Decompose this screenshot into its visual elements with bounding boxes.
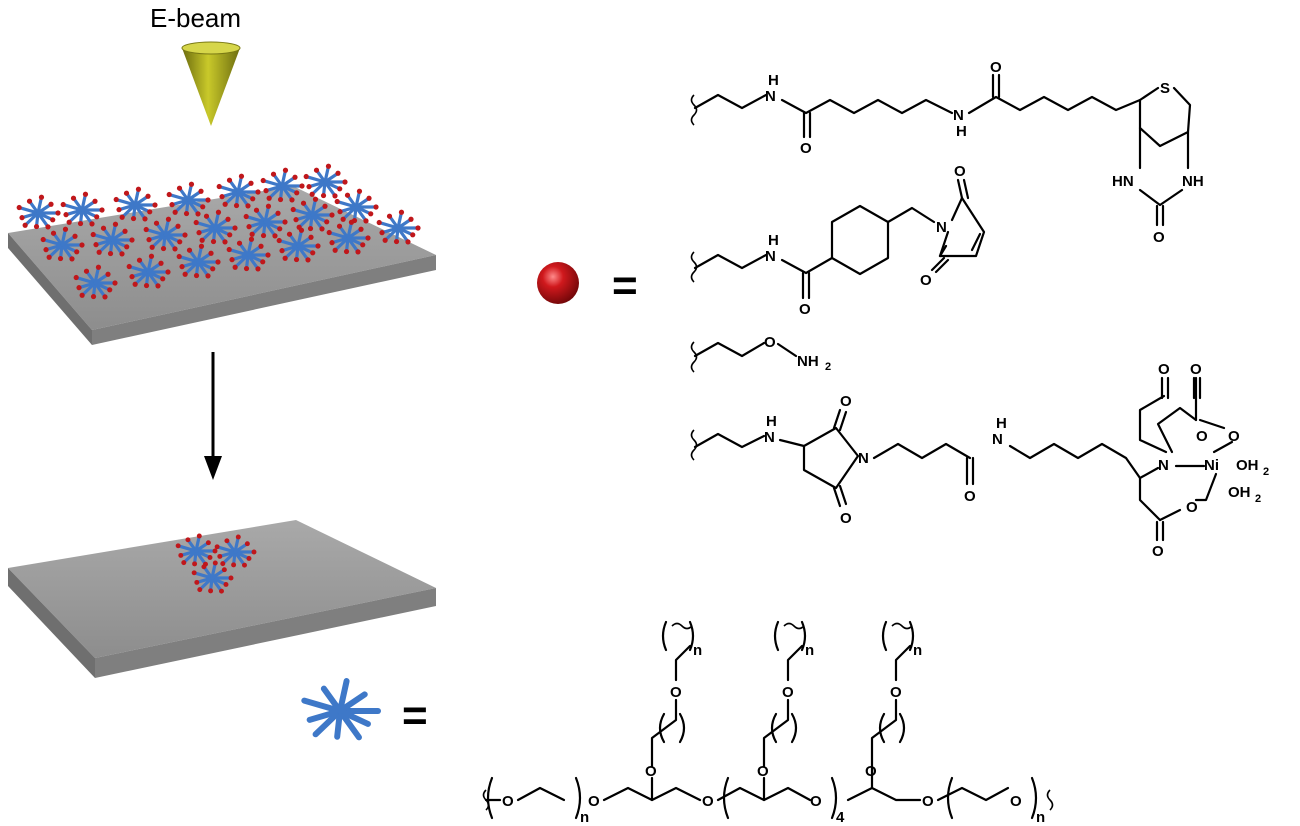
atom-n: N bbox=[765, 248, 776, 265]
substrate-top bbox=[8, 186, 436, 345]
atom-o: O bbox=[964, 488, 976, 505]
subscript-n: n bbox=[913, 642, 922, 659]
star-polymer-icon bbox=[260, 167, 305, 203]
atom-o: O bbox=[799, 301, 811, 318]
atom-n: N bbox=[992, 431, 1003, 448]
atom-n: N bbox=[765, 88, 776, 105]
atom-h: H bbox=[768, 72, 779, 89]
atom-oh2: OH bbox=[1236, 457, 1259, 474]
atom-o: O bbox=[764, 334, 776, 351]
substrate-bottom bbox=[8, 520, 436, 678]
star-polymer-icon bbox=[73, 264, 118, 300]
star-polymer-icon bbox=[16, 194, 61, 230]
atom-o: O bbox=[645, 763, 657, 780]
atom-o: O bbox=[922, 793, 934, 810]
star-polymer-icon bbox=[113, 186, 158, 222]
ebeam-label: E-beam bbox=[150, 3, 241, 33]
star-polymer-icon bbox=[216, 173, 261, 209]
star-polymer-icon bbox=[290, 196, 335, 232]
atom-h: H bbox=[956, 123, 967, 140]
atom-n: N bbox=[1158, 457, 1169, 474]
atom-o: O bbox=[702, 793, 714, 810]
star-polymer-icon bbox=[226, 236, 271, 272]
subscript-n: n bbox=[1036, 809, 1045, 826]
equals-sign-red: = bbox=[612, 261, 638, 310]
atom-subscript: 2 bbox=[1263, 466, 1269, 478]
atom-h: H bbox=[996, 415, 1007, 432]
star-polymer-icon bbox=[376, 209, 421, 245]
blue-star-icon bbox=[301, 678, 381, 741]
atom-ni: Ni bbox=[1204, 457, 1219, 474]
structure-peg-backbone: O n O O O O O 4 O O O n O n O bbox=[482, 620, 1054, 826]
atom-o: O bbox=[670, 684, 682, 701]
atom-o: O bbox=[1190, 361, 1202, 378]
atom-o: O bbox=[890, 684, 902, 701]
ebeam-cone-icon bbox=[181, 41, 241, 126]
star-polymer-icon bbox=[40, 226, 85, 262]
atom-o: O bbox=[1153, 229, 1165, 246]
star-polymer-cluster-bottom bbox=[175, 533, 257, 594]
atom-o: O bbox=[990, 59, 1002, 76]
atom-n: N bbox=[858, 450, 869, 467]
star-polymer-icon bbox=[214, 534, 257, 568]
star-polymer-icon bbox=[301, 678, 381, 741]
atom-n: N bbox=[953, 107, 964, 124]
atom-n: N bbox=[936, 219, 947, 236]
star-polymer-icon bbox=[243, 203, 288, 239]
atom-subscript: 2 bbox=[825, 361, 831, 373]
subscript-n: n bbox=[805, 642, 814, 659]
atom-o: O bbox=[1152, 543, 1164, 560]
atom-nh: NH bbox=[1182, 173, 1204, 190]
atom-oh2: OH bbox=[1228, 484, 1251, 501]
atom-o: O bbox=[1196, 428, 1208, 445]
atom-o: O bbox=[800, 140, 812, 157]
star-polymer-icon bbox=[143, 216, 188, 252]
star-polymer-array-top bbox=[16, 163, 421, 300]
atom-o: O bbox=[588, 793, 600, 810]
process-arrow-icon bbox=[204, 352, 222, 480]
atom-o: O bbox=[920, 272, 932, 289]
red-sphere-icon bbox=[537, 262, 579, 304]
atom-nh2: NH bbox=[797, 353, 819, 370]
atom-hn: HN bbox=[1112, 173, 1134, 190]
atom-o: O bbox=[810, 793, 822, 810]
star-polymer-icon bbox=[166, 181, 211, 217]
subscript-n: n bbox=[580, 809, 589, 826]
atom-h: H bbox=[768, 232, 779, 249]
atom-s: S bbox=[1160, 80, 1170, 97]
star-polymer-icon bbox=[60, 191, 105, 227]
atom-o: O bbox=[757, 763, 769, 780]
atom-o: O bbox=[840, 510, 852, 527]
atom-o: O bbox=[502, 793, 514, 810]
star-polymer-icon bbox=[303, 163, 348, 199]
star-polymer-icon bbox=[126, 253, 171, 289]
atom-n: N bbox=[764, 429, 775, 446]
atom-subscript: 2 bbox=[1255, 493, 1261, 505]
atom-o: O bbox=[1010, 793, 1022, 810]
structure-maleimide: H N O N O O bbox=[690, 163, 986, 318]
atom-o: O bbox=[954, 163, 966, 180]
subscript-4: 4 bbox=[836, 809, 845, 826]
star-polymer-icon bbox=[326, 219, 371, 255]
atom-o: O bbox=[782, 684, 794, 701]
atom-h: H bbox=[766, 413, 777, 430]
star-polymer-icon bbox=[176, 243, 221, 279]
structure-aminooxy: O NH 2 bbox=[690, 334, 831, 373]
atom-o: O bbox=[1186, 499, 1198, 516]
star-polymer-icon bbox=[276, 227, 321, 263]
star-polymer-icon bbox=[193, 209, 238, 245]
equals-sign-star: = bbox=[402, 691, 428, 740]
star-polymer-icon bbox=[175, 533, 218, 567]
atom-o: O bbox=[1158, 361, 1170, 378]
atom-o: O bbox=[865, 763, 877, 780]
atom-o: O bbox=[840, 393, 852, 410]
subscript-n: n bbox=[693, 642, 702, 659]
atom-o: O bbox=[1228, 428, 1240, 445]
star-polymer-icon bbox=[191, 560, 234, 594]
star-polymer-icon bbox=[90, 221, 135, 257]
structure-nta-ni: H N O O N O H N N O O O O Ni OH 2 OH 2 O… bbox=[690, 361, 1269, 560]
star-polymer-icon bbox=[334, 188, 379, 224]
structure-biotin: H N O N H O S HN NH O bbox=[690, 59, 1204, 246]
